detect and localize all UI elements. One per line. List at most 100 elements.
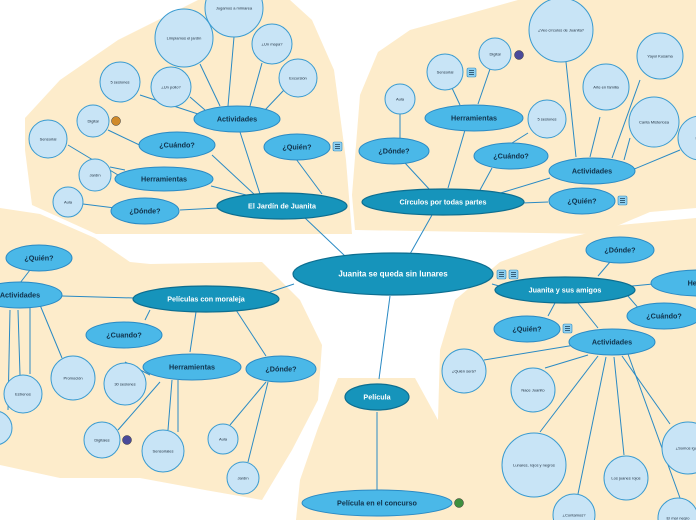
b1-actividades[interactable]: Actividades (193, 105, 281, 133)
b4-act-lunares[interactable]: Lunares, rojos y negros (501, 432, 567, 498)
b1-quien[interactable]: ¿Quién? (263, 133, 331, 161)
b2-act-veo[interactable]: ¿Veo círculos de Juanita? (528, 0, 594, 63)
central-link-icon[interactable] (508, 269, 519, 280)
b3-act-promocion[interactable]: Promoción (50, 355, 96, 401)
b2-donde-aula[interactable]: Aula (384, 83, 416, 115)
b4-quien[interactable]: ¿Quién? (493, 315, 561, 343)
connector-line (479, 167, 493, 191)
tag-icons (111, 50, 628, 508)
b4-cuando[interactable]: ¿Cuándo? (626, 302, 696, 330)
b1-act-sesiones[interactable]: 5 sesiones (99, 61, 141, 103)
b3-herr-sensoriales[interactable]: Sensoriales (141, 429, 185, 473)
b4-act-nace-shape (510, 367, 556, 413)
b1-herramientas-shape (114, 166, 214, 192)
b2-act-yayoi[interactable]: Yayoi Kusama (636, 32, 684, 80)
branch-circulos[interactable]: Círculos por todas partes (361, 188, 525, 216)
b5-concurso[interactable]: Película en el concurso (301, 489, 453, 517)
connector-line (229, 381, 267, 426)
b4-act-quien-sera-label: ¿Quién será? (452, 369, 477, 374)
branch-peliculas[interactable]: Películas con moraleja (132, 285, 280, 313)
branch-juanita-amigos[interactable]: Juanita y sus amigos (494, 276, 636, 304)
region-peliculas-moraleja (0, 208, 322, 500)
b3-act-estrenos[interactable]: Estrenos (3, 374, 43, 414)
b2-herramientas[interactable]: Herramientas (424, 104, 524, 132)
b4-act-nace[interactable]: Nace Juanito (510, 367, 556, 413)
branch-el-jardin[interactable]: El Jardín de Juanita (216, 192, 348, 220)
b3-cuando[interactable]: ¿Cuando? (85, 321, 163, 349)
b2-act-arte-label: Arte en familia (593, 85, 619, 90)
b2-sensorial-note-icon[interactable] (466, 67, 477, 78)
b4-act-contamos[interactable]: ¿Contamos? (552, 493, 596, 520)
b2-donde[interactable]: ¿Dónde? (358, 137, 430, 165)
b2-herr-digital-label: Digital (489, 52, 500, 57)
b4-act-contamos-label: ¿Contamos? (563, 513, 587, 518)
b2-quien[interactable]: ¿Quién? (548, 187, 616, 215)
b1-donde[interactable]: ¿Dónde? (110, 197, 180, 225)
b2-actividades-label: Actividades (572, 167, 612, 176)
b2-cuando-sesiones[interactable]: 5 sesiones (527, 99, 567, 139)
b5-concurso-emoji-icon[interactable] (454, 498, 464, 508)
b3-digitales-emoji-icon[interactable] (122, 435, 132, 445)
b1-act-excursion[interactable]: Excursión (278, 58, 318, 98)
b3-herr-sesiones-shape (103, 362, 147, 406)
b4-act-somos[interactable]: ¿Somos igu... (661, 421, 696, 475)
b1-herr-sensorial[interactable]: Sensorial (28, 119, 68, 159)
b1-digital-emoji-icon[interactable] (111, 116, 121, 126)
connector-line (295, 158, 323, 195)
connector-line (247, 381, 269, 463)
b1-act-mapa[interactable]: ¿Un mapa? (251, 23, 293, 65)
b3-quien[interactable]: ¿Quién? (5, 244, 73, 272)
b3-herr-digitales[interactable]: Digitales (83, 421, 121, 459)
b4-act-juanes[interactable]: Los juanes rojos (603, 455, 649, 501)
branch-el-jardin-label: El Jardín de Juanita (248, 202, 317, 211)
b3-actividades[interactable]: Actividades (0, 281, 63, 309)
b4-donde[interactable]: ¿Dónde? (585, 236, 655, 264)
b2-actividades[interactable]: Actividades (548, 157, 636, 185)
central-note-icon[interactable] (496, 269, 507, 280)
connector-line (19, 269, 31, 284)
b4-act-mar[interactable]: El mar negro (657, 497, 696, 520)
b3-donde-jardin[interactable]: Jardín (226, 461, 260, 495)
b1-act-jugamos[interactable]: Jugamos a mimarea (204, 0, 264, 38)
b1-herr-sensorial-label: Sensorial (40, 137, 57, 142)
connector-line (577, 302, 599, 329)
b4-actividades[interactable]: Actividades (568, 328, 656, 356)
b5-concurso-shape (301, 489, 453, 517)
b3-act-extra[interactable] (0, 411, 13, 445)
b4-act-quien-sera[interactable]: ¿Quién será? (441, 348, 487, 394)
b3-herr-sesiones[interactable]: 30 sesiones (103, 362, 147, 406)
connector-line (189, 96, 206, 111)
b4-quien-note-icon[interactable] (562, 323, 573, 334)
b1-cuando[interactable]: ¿Cuándo? (138, 131, 216, 159)
b1-herramientas[interactable]: Herramientas (114, 166, 214, 192)
b1-herr-digital-label: Digital (87, 119, 98, 124)
b1-herr-jardin[interactable]: Jardín (78, 158, 112, 192)
central-topic[interactable]: Juanita se queda sin lunares (292, 252, 494, 296)
b3-herramientas-label: Herramientas (169, 363, 215, 372)
b2-donde-shape (358, 137, 430, 165)
b3-donde-aula-label: Aula (219, 437, 228, 442)
b2-act-canta[interactable]: Canta Misteriosa (628, 96, 680, 148)
connector-line (404, 162, 431, 191)
b1-act-limpiamos[interactable]: Limpiamos el jardín (154, 8, 214, 68)
b4-herramientas[interactable]: Herra... (650, 269, 696, 297)
b3-herramientas[interactable]: Herramientas (142, 353, 242, 381)
b1-donde-aula[interactable]: Aula (52, 186, 84, 218)
b3-donde-jardin-label: Jardín (237, 476, 248, 481)
connector-line (199, 63, 221, 107)
b2-herr-sensorial[interactable]: Sensorial (426, 53, 464, 91)
b2-digital-emoji-icon[interactable] (514, 50, 524, 60)
b2-cuando[interactable]: ¿Cuándo? (473, 142, 549, 170)
branch-pelicula[interactable]: Película (344, 383, 410, 411)
b1-donde-aula-shape (52, 186, 84, 218)
b1-quien-note-icon[interactable] (332, 141, 343, 152)
b2-herr-digital[interactable]: Digital (478, 37, 512, 71)
b2-act-arte[interactable]: Arte en familia (582, 63, 630, 111)
b1-herr-digital[interactable]: Digital (76, 104, 110, 138)
b3-donde-aula[interactable]: Aula (207, 423, 239, 455)
b1-act-pollo[interactable]: ¿Un pollo? (150, 66, 192, 108)
b3-act-estrenos-shape (3, 374, 43, 414)
b2-quien-note-icon[interactable] (617, 195, 628, 206)
b3-donde[interactable]: ¿Dónde? (245, 355, 317, 383)
